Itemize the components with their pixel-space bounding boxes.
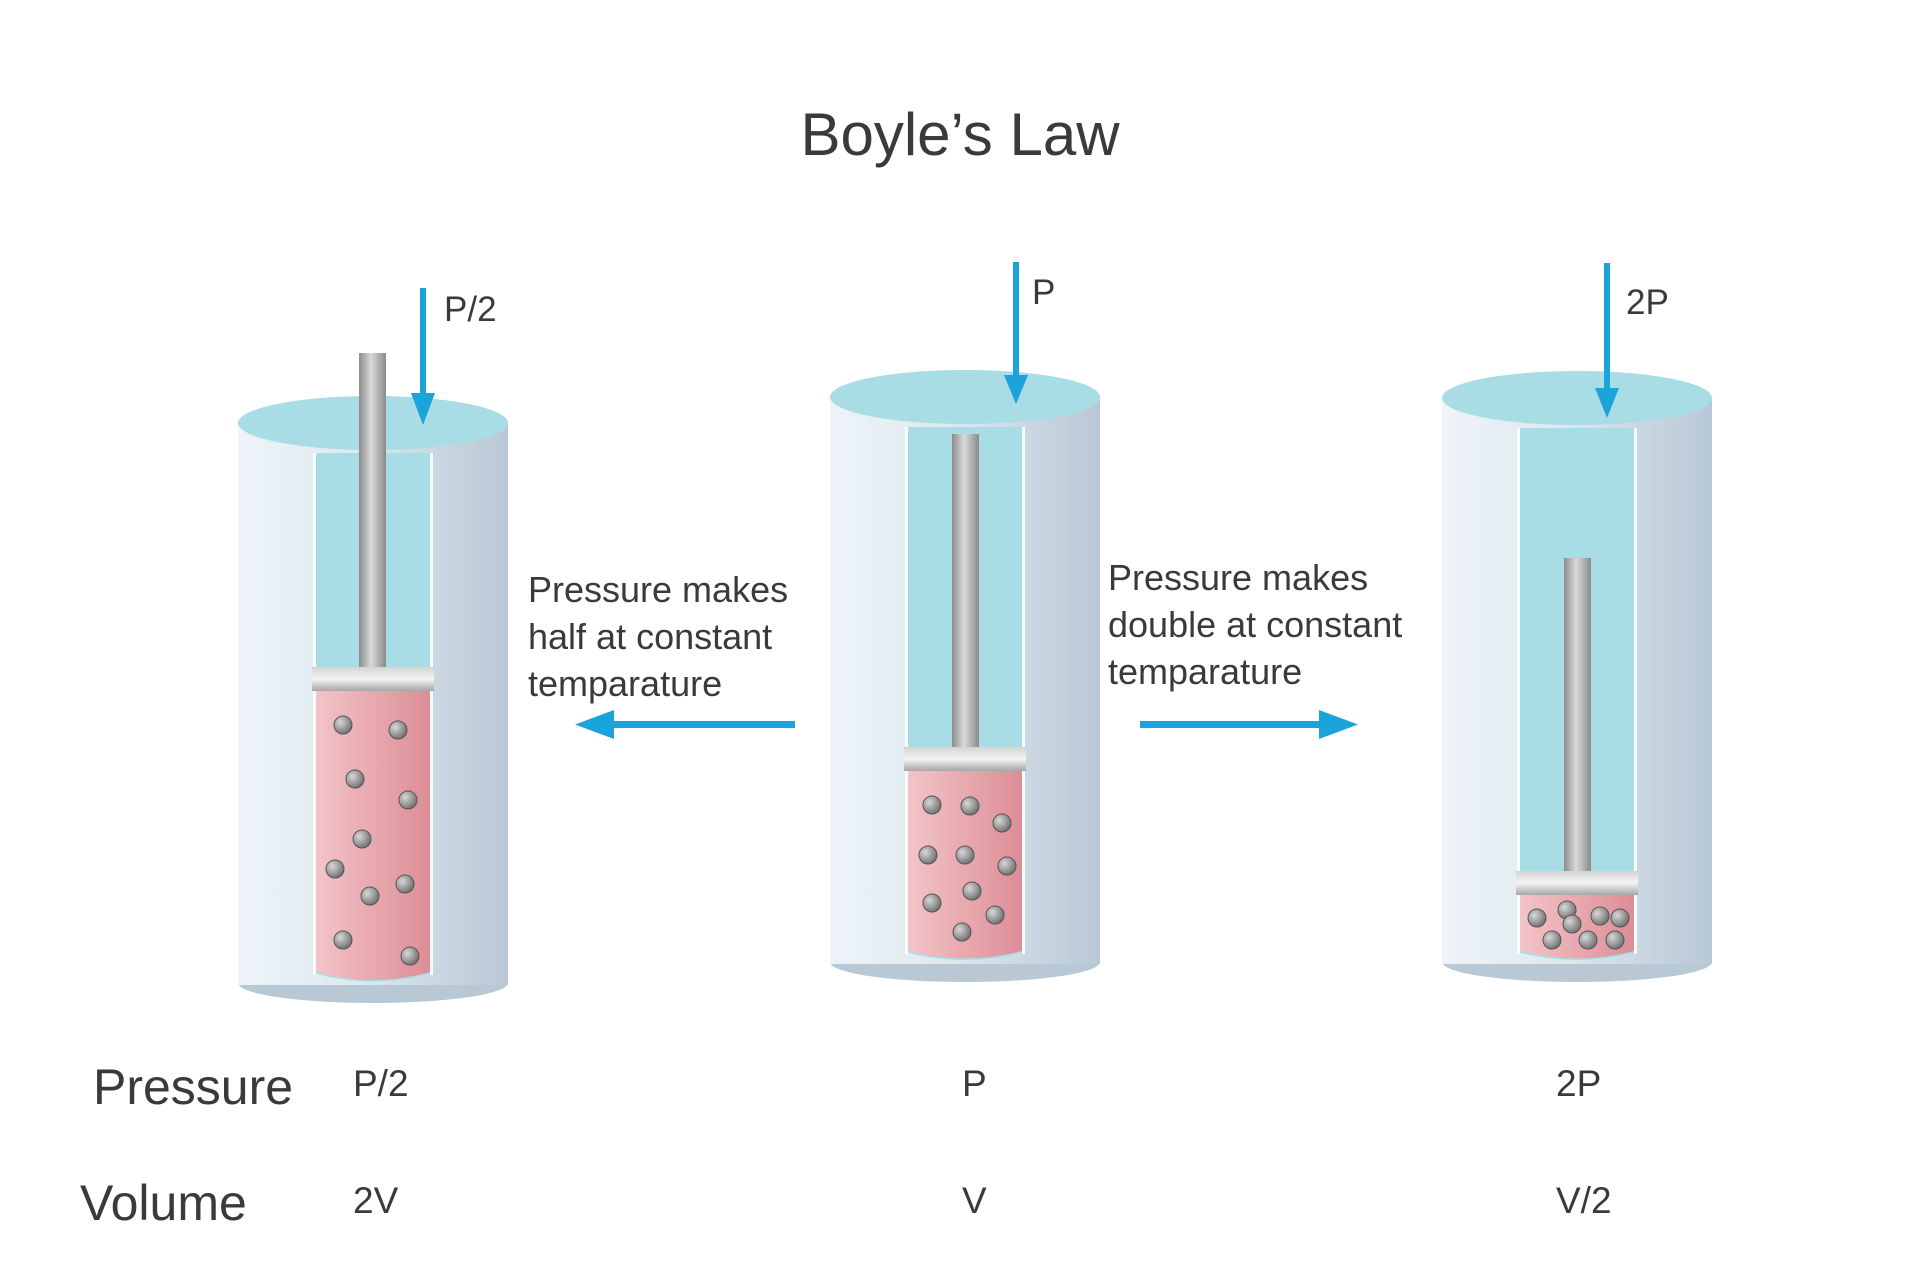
molecule <box>398 790 418 810</box>
molecule <box>345 769 365 789</box>
molecule <box>985 905 1005 925</box>
molecule <box>918 845 938 865</box>
volume-value-right: V/2 <box>1556 1180 1612 1221</box>
molecule <box>992 813 1012 833</box>
piston-head <box>312 667 434 691</box>
molecule <box>955 845 975 865</box>
row-label-volume: Volume <box>80 1175 247 1231</box>
molecule <box>395 874 415 894</box>
gas-molecules <box>1527 900 1630 950</box>
cutaway-left-edge <box>313 453 316 975</box>
transition-arrow-left <box>575 710 795 739</box>
molecule <box>962 881 982 901</box>
molecule <box>388 720 408 740</box>
molecule <box>1562 914 1582 934</box>
molecule <box>400 946 420 966</box>
cutaway-right-edge <box>430 453 433 975</box>
cutaway-right-edge <box>1022 427 1025 954</box>
transition-text-double: Pressure makes double at constant tempar… <box>1108 557 1403 692</box>
pressure-arrow-left <box>411 288 435 425</box>
pressure-arrow-right <box>1595 263 1619 418</box>
molecule <box>952 922 972 942</box>
pressure-value-left: P/2 <box>353 1063 409 1104</box>
molecule <box>333 930 353 950</box>
row-label-pressure: Pressure <box>93 1059 294 1115</box>
pressure-label-middle: P <box>1032 273 1056 312</box>
molecule <box>325 859 345 879</box>
gas-region <box>316 690 430 980</box>
pressure-label-right: 2P <box>1626 283 1669 322</box>
pressure-value-middle: P <box>962 1063 987 1104</box>
liquid-surface <box>1442 371 1712 425</box>
molecule <box>333 715 353 735</box>
pressure-label-left: P/2 <box>444 290 497 329</box>
pressure-value-right: 2P <box>1556 1063 1602 1104</box>
pressure-arrow-middle <box>1004 262 1028 404</box>
page-title: Boyle’s Law <box>800 101 1120 168</box>
molecule <box>1610 908 1630 928</box>
molecule <box>1605 930 1625 950</box>
piston-rod <box>359 353 386 667</box>
liquid-surface <box>830 370 1100 424</box>
molecule <box>352 829 372 849</box>
cutaway-left-edge <box>905 427 908 954</box>
molecule <box>922 795 942 815</box>
piston-head <box>1516 871 1638 895</box>
molecule <box>1590 906 1610 926</box>
piston-rod <box>1564 558 1591 871</box>
molecule <box>922 893 942 913</box>
molecule <box>360 886 380 906</box>
molecule <box>1542 930 1562 950</box>
gas-molecules <box>325 715 420 966</box>
cutaway-right-edge <box>1634 428 1637 954</box>
cutaway-left-edge <box>1517 428 1520 954</box>
container-left <box>238 288 508 1003</box>
gas-molecules <box>918 795 1017 942</box>
volume-value-left: 2V <box>353 1180 399 1221</box>
piston-rod <box>952 434 979 747</box>
molecule <box>997 856 1017 876</box>
molecule <box>1578 930 1598 950</box>
piston-head <box>904 747 1026 771</box>
container-right <box>1442 263 1712 982</box>
volume-value-middle: V <box>962 1180 987 1221</box>
molecule <box>1527 908 1547 928</box>
transition-arrow-right <box>1140 710 1358 739</box>
container-middle <box>830 262 1100 982</box>
molecule <box>960 796 980 816</box>
transition-text-halve: Pressure makes half at constant temparat… <box>528 569 789 704</box>
